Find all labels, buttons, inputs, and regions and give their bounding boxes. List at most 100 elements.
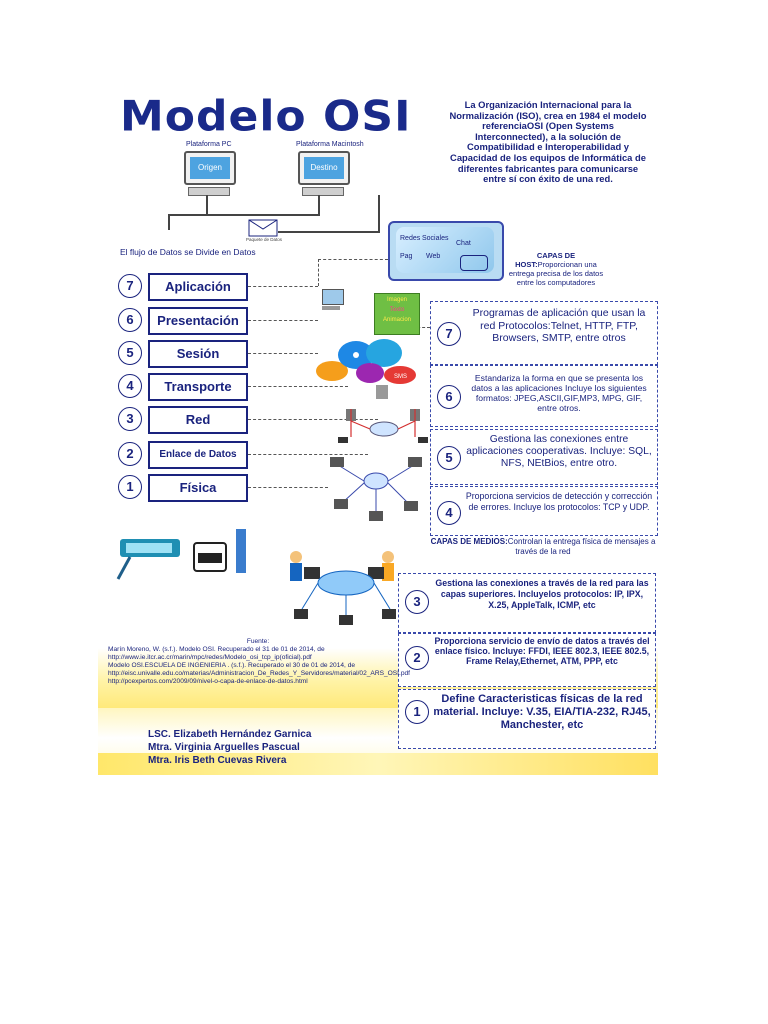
platform-left-label: Plataforma PC — [186, 141, 232, 148]
connector-line — [318, 259, 388, 260]
source-references: Fuente: Marín Moreno, W. (s.f.). Modelo … — [108, 638, 411, 686]
layer-name: Aplicación — [148, 273, 248, 301]
media-label: Texto — [389, 307, 405, 313]
description-text: Estandariza la forma en que se presenta … — [471, 373, 647, 413]
layer-5[interactable]: 5 Sesión — [118, 340, 248, 368]
yellow-band — [98, 753, 658, 775]
destination-label: Destino — [304, 157, 344, 179]
description-number: 1 — [405, 700, 429, 724]
media-label: Imagen — [386, 297, 407, 303]
layer-number: 3 — [118, 407, 142, 431]
description-layer-3: 3 Gestiona las conexiones a través de la… — [398, 573, 656, 633]
media-caption-text: Controlan la entrega física de mensajes … — [507, 537, 656, 556]
social-word: Pag — [400, 253, 413, 260]
origin-label: Origen — [190, 157, 230, 179]
description-text: Define Caracteristicas físicas de la red… — [433, 693, 651, 731]
layer-number: 4 — [118, 374, 142, 398]
share-icon — [316, 361, 348, 381]
description-number: 6 — [437, 385, 461, 409]
media-caption-label: CAPAS DE MEDIOS: — [430, 537, 508, 546]
network-transport-icon — [338, 385, 428, 443]
layer-7[interactable]: 7 Aplicación — [118, 273, 248, 301]
layer-name: Sesión — [148, 340, 248, 368]
author-name: Mtra. Virginia Arguelles Pascual — [148, 742, 300, 753]
author-name: LSC. Elizabeth Hernández Garnica — [148, 729, 312, 740]
connector-line — [248, 454, 368, 455]
platform-right-label: Plataforma Macintosh — [296, 141, 364, 148]
connector-line — [248, 487, 328, 488]
connector-line — [248, 320, 318, 321]
connector-line — [248, 353, 318, 354]
layer-4[interactable]: 4 Transporte — [118, 373, 248, 401]
media-card: Imagen Texto Animacion — [374, 293, 420, 335]
cable — [206, 214, 318, 216]
description-text: Gestiona las conexiones entre aplicacion… — [466, 434, 652, 469]
layer-name: Red — [148, 406, 248, 434]
description-text: Proporciona servicios de detección y cor… — [465, 491, 653, 512]
cable — [318, 195, 320, 216]
host-caption: CAPAS DE HOST:Proporcionan una entrega p… — [506, 251, 606, 287]
monitor-icon: Origen — [184, 151, 236, 185]
description-number: 7 — [437, 322, 461, 346]
host-caption-label: CAPAS DE HOST: — [515, 251, 576, 269]
layer-number: 7 — [118, 274, 142, 298]
description-text: Gestiona las conexiones a través de la r… — [435, 578, 649, 610]
description-number: 3 — [405, 590, 429, 614]
layer-name: Enlace de Datos — [148, 441, 248, 469]
description-text: Programas de aplicación que usan la red … — [472, 307, 646, 344]
layer-number: 1 — [118, 475, 142, 499]
layer-number: 5 — [118, 341, 142, 365]
connector-line — [248, 386, 348, 387]
layer-1[interactable]: 1 Física — [118, 474, 248, 502]
cable — [168, 214, 208, 216]
cable-icon — [236, 529, 246, 573]
layer-2[interactable]: 2 Enlace de Datos — [118, 441, 248, 469]
description-layer-2: 2 Proporciona servicio de envío de datos… — [398, 633, 656, 687]
users-network-icon — [290, 551, 396, 625]
layer-3[interactable]: 3 Red — [118, 406, 248, 434]
layer-number: 6 — [118, 308, 142, 332]
flow-title: El flujo de Datos se Divide en Datos — [120, 247, 256, 257]
social-word: Chat — [456, 240, 471, 247]
description-layer-4: 4 Proporciona servicios de detección y c… — [430, 486, 658, 536]
osi-poster: Modelo OSI La Organización Internacional… — [98, 83, 658, 775]
cable — [378, 195, 380, 233]
connector-line — [248, 286, 318, 287]
layer-number: 2 — [118, 442, 142, 466]
physical-devices-icon — [116, 529, 246, 580]
source-line: http://pcexpertos.com/2009/09/nivel-o-ca… — [108, 678, 308, 685]
social-word: Web — [426, 253, 441, 260]
email-icon — [356, 363, 384, 383]
description-text: Proporciona servicio de envío de datos a… — [434, 636, 650, 666]
host-caption-text: Proporcionan una entrega precisa de los … — [508, 260, 604, 287]
monitor-icon: Destino — [298, 151, 350, 185]
intro-text: La Organización Internacional para la No… — [449, 99, 647, 185]
sms-label: SMS — [394, 374, 407, 380]
layer-name: Física — [148, 474, 248, 502]
session-icons: SMS — [316, 339, 416, 384]
destination-computer: Destino — [298, 151, 350, 196]
description-layer-5: 5 Gestiona las conexiones entre aplicaci… — [430, 429, 658, 485]
social-word: Sociales — [422, 235, 449, 242]
cable — [168, 214, 170, 230]
origin-computer: Origen — [184, 151, 236, 196]
globe-icon — [366, 339, 402, 367]
layer-name: Transporte — [148, 373, 248, 401]
source-label: Fuente: — [246, 638, 270, 645]
author-name: Mtra. Iris Beth Cuevas Rivera — [148, 755, 287, 766]
speech-bubble-icon — [396, 227, 494, 273]
source-line: Modelo OSI.ESCUELA DE INGENIERIA . (s.f.… — [108, 662, 411, 677]
envelope-icon — [248, 219, 278, 237]
connector-line — [248, 419, 378, 420]
layer-name: Presentación — [148, 307, 248, 335]
computer-base-icon — [188, 187, 230, 196]
cable — [206, 195, 208, 215]
social-network-panel: Redes Sociales Chat Pag Web — [388, 221, 504, 281]
description-layer-6: 6 Estandariza la forma en que se present… — [430, 365, 658, 427]
description-number: 4 — [437, 501, 461, 525]
layer-6[interactable]: 6 Presentación — [118, 307, 248, 335]
social-word: Redes — [400, 235, 421, 242]
media-caption: CAPAS DE MEDIOS:Controlan la entrega fís… — [430, 537, 656, 557]
cable — [278, 231, 378, 233]
page-title: Modelo OSI — [120, 92, 412, 141]
